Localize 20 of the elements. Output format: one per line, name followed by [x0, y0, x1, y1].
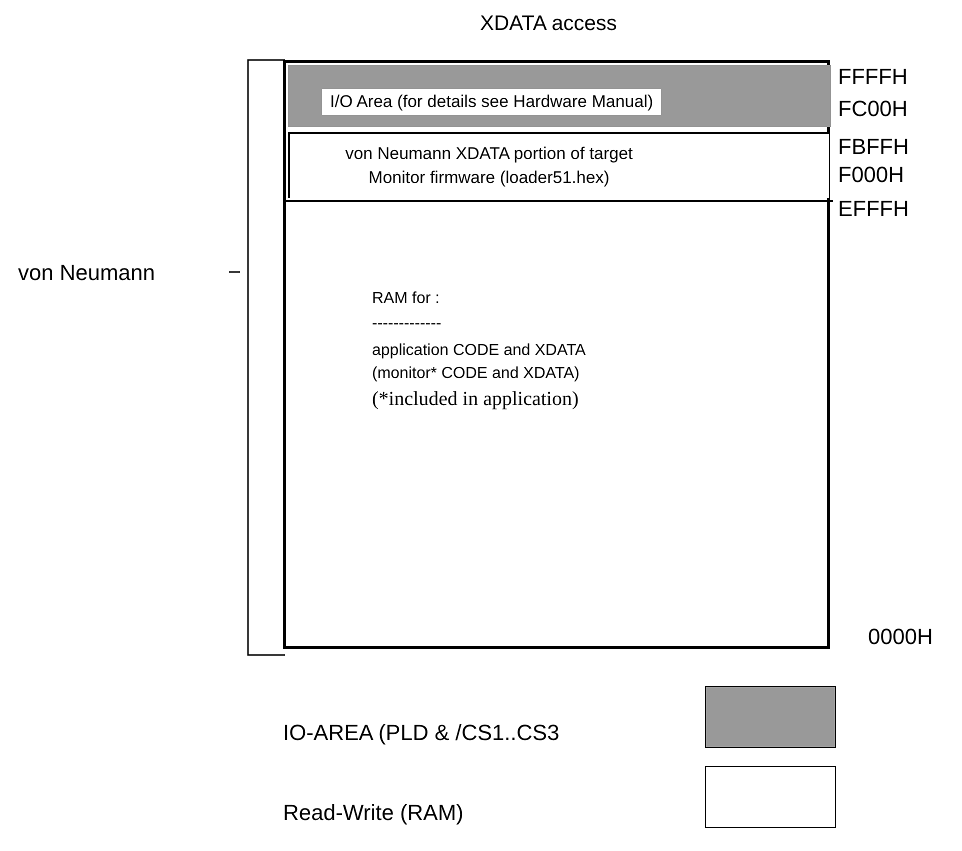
- memory-map-box: [283, 60, 830, 649]
- address-label: FC00H: [838, 96, 908, 122]
- firmware-region: [288, 132, 829, 198]
- separator-text: -------------: [372, 315, 442, 333]
- address-label: 0000H: [868, 624, 933, 650]
- region-text: (monitor* CODE and XDATA): [372, 365, 580, 383]
- address-label: EFFFH: [838, 196, 909, 222]
- region-text: RAM for :: [372, 290, 440, 308]
- io-area-band: [288, 65, 831, 127]
- bracket-label: von Neumann: [18, 260, 155, 286]
- legend-text: Read-Write (RAM): [283, 800, 464, 826]
- legend-text: IO-AREA (PLD & /CS1..CS3: [283, 720, 560, 746]
- region-text: application CODE and XDATA: [372, 342, 586, 360]
- region-text: von Neumann XDATA portion of target Monitor firmware (loader51.hex): [344, 143, 634, 189]
- diagram-title: XDATA access: [480, 12, 617, 36]
- address-label: F000H: [838, 162, 904, 188]
- region-text: (*included in application): [372, 388, 579, 411]
- region-label: I/O Area (for details see Hardware Manual): [322, 89, 662, 115]
- address-label: FFFFH: [838, 64, 908, 90]
- address-label: FBFFH: [838, 134, 909, 160]
